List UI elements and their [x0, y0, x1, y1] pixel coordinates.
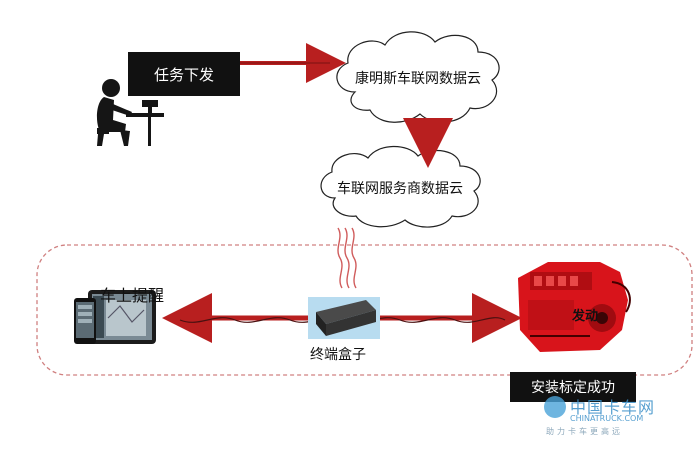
vehicle-boundary [36, 244, 693, 376]
provider-cloud-label: 车联网服务商数据云 [337, 181, 463, 197]
cummins-cloud-label: 康明斯车联网数据云 [355, 71, 481, 87]
task-dispatch-label: 任务下发 [153, 65, 214, 84]
tablet-phone-icon [74, 290, 156, 344]
cummins-cloud-shape [336, 31, 500, 123]
wireless-signal [337, 227, 357, 289]
watermark-en: CHINATRUCK.COM [570, 414, 644, 423]
person-at-computer-icon [96, 79, 164, 146]
task-dispatch-box: 任务下发 [128, 52, 240, 96]
install-success-box: 安装标定成功 [510, 372, 636, 402]
terminal-box-label: 终端盒子 [310, 347, 366, 363]
engine-icon [518, 262, 631, 352]
watermark: 中国卡车网 CHINATRUCK.COM 助力卡车更高远 [542, 392, 682, 442]
terminal-box-icon [308, 297, 380, 339]
watermark-slogan: 助力卡车更高远 [546, 427, 623, 436]
engine-label: 发动 [572, 309, 599, 324]
vehicle-reminder-label: 车上提醒 [100, 286, 165, 305]
watermark-cn: 中国卡车网 [570, 398, 656, 417]
watermark-logo-icon [544, 396, 566, 418]
install-success-label: 安装标定成功 [531, 380, 615, 396]
